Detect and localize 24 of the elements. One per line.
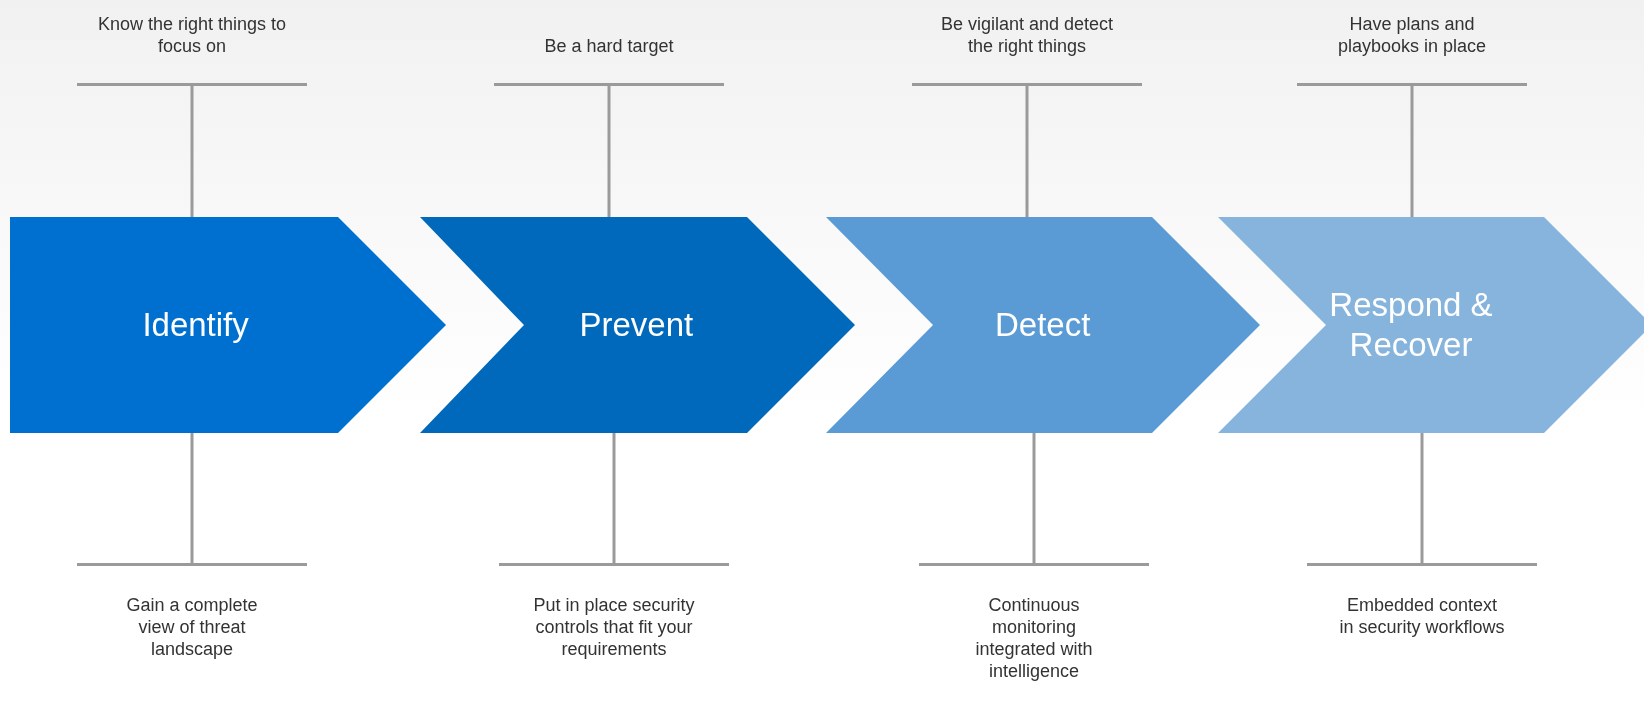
step-caption: Continuous monitoring integrated with intelligence (919, 563, 1149, 682)
connector-line (612, 433, 616, 563)
chevron-step (826, 217, 1260, 433)
connector-line (1410, 86, 1414, 217)
step-caption: Be a hard target (494, 35, 724, 86)
step-caption: Be vigilant and detect the right things (912, 13, 1142, 86)
chevron-step (10, 217, 446, 433)
connector-line (1032, 433, 1036, 563)
chevron-step (1218, 217, 1644, 433)
step-title: Respond & Recover (1328, 285, 1494, 365)
step-caption: Have plans and playbooks in place (1297, 13, 1527, 86)
step-title: Detect (994, 305, 1092, 345)
step-caption: Embedded context in security workflows (1307, 563, 1537, 638)
connector-line (190, 433, 194, 563)
step-caption: Put in place security controls that fit your requirements (499, 563, 729, 660)
connector-line (190, 86, 194, 217)
step-caption: Know the right things to focus on (77, 13, 307, 86)
step-title: Prevent (578, 305, 695, 345)
step-title: Identify (141, 305, 250, 345)
chevron-step (420, 217, 855, 433)
connector-line (1420, 433, 1424, 563)
connector-line (1025, 86, 1029, 217)
step-caption: Gain a complete view of threat landscape (77, 563, 307, 660)
connector-line (607, 86, 611, 217)
